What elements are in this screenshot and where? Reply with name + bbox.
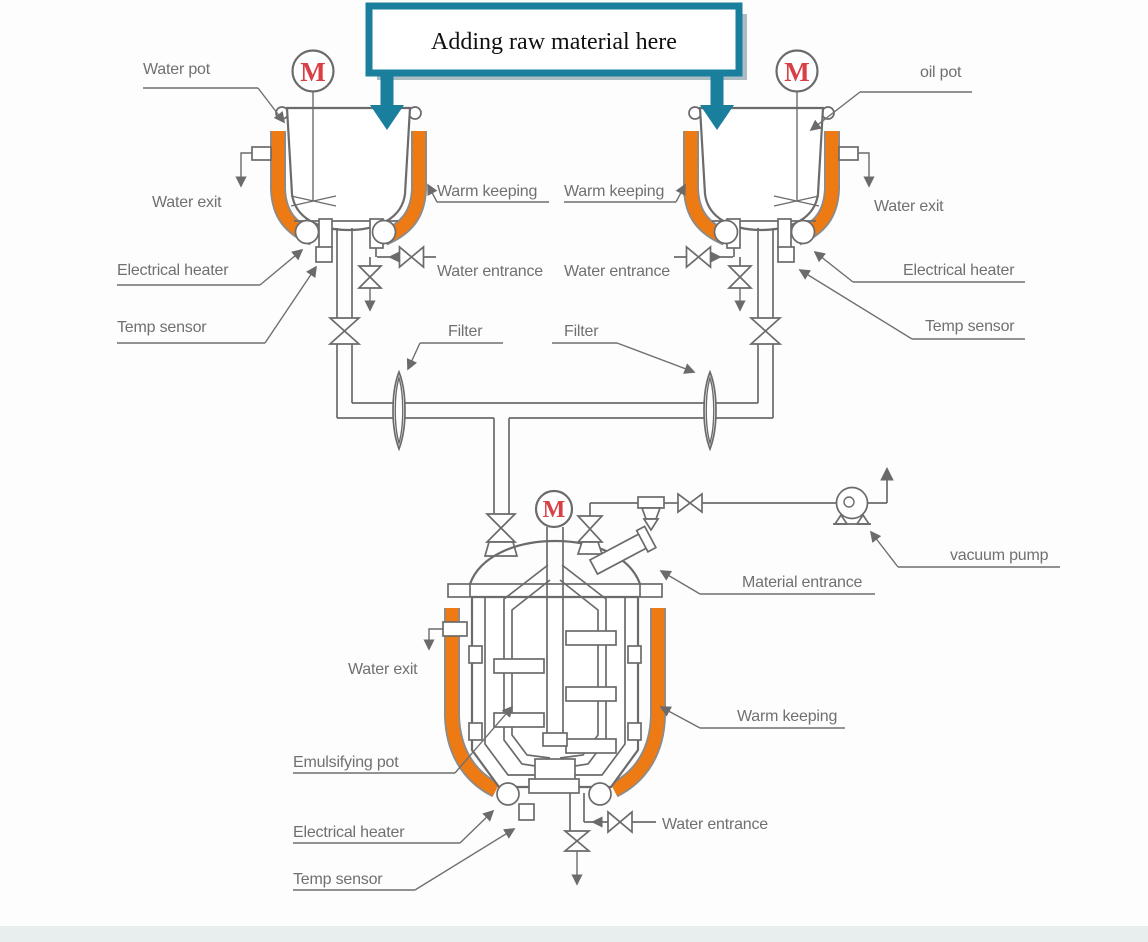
vacuum-pump-icon <box>833 486 871 525</box>
emulsifying-pot-label: Emulsifying pot <box>293 754 399 771</box>
emulsifying-pot-vessel <box>423 489 666 886</box>
motor-icon-oil-pot: M <box>784 57 809 87</box>
water-entrance-label-emulsifying: Water entrance <box>662 816 768 833</box>
page-bottom-strip <box>0 926 1148 942</box>
electrical-heater-label-right: Electrical heater <box>903 262 1015 279</box>
water-entrance-label-right: Water entrance <box>564 263 670 280</box>
electrical-heater-label-emulsifying: Electrical heater <box>293 824 405 841</box>
vacuum-pump-label: vacuum pump <box>950 547 1049 564</box>
water-pot-label: Water pot <box>143 61 211 78</box>
material-entrance-label: Material entrance <box>742 574 863 591</box>
banner-label: Adding raw material here <box>431 29 677 55</box>
oil-pot-label: oil pot <box>920 64 962 81</box>
feed-arrow-icon-left <box>370 73 404 130</box>
air-filter-icon <box>637 496 665 532</box>
warm-keeping-label-right: Warm keeping <box>564 183 664 200</box>
warm-keeping-label-emulsifying: Warm keeping <box>737 708 837 725</box>
temp-sensor-label-left: Temp sensor <box>117 319 207 336</box>
electrical-heater-label-left: Electrical heater <box>117 262 229 279</box>
water-exit-label-left: Water exit <box>152 194 222 211</box>
water-pot-vessel <box>241 51 436 419</box>
motor-icon-water-pot: M <box>300 57 325 87</box>
filter-icon-left <box>392 369 406 452</box>
temp-sensor-label-emulsifying: Temp sensor <box>293 871 383 888</box>
labels: Water pot Water exit Electrical heater T… <box>117 61 1060 891</box>
filter-label-left: Filter <box>448 323 483 340</box>
raw-material-banner: Adding raw material here <box>365 2 747 130</box>
banner-box <box>365 2 743 77</box>
water-exit-label-emulsifying: Water exit <box>348 661 418 678</box>
motor-icon-emulsifying-pot: M <box>543 497 566 523</box>
transfer-piping <box>337 402 773 514</box>
filter-label-right: Filter <box>564 323 599 340</box>
water-entrance-label-left: Water entrance <box>437 263 543 280</box>
feed-arrow-icon-right <box>700 73 734 130</box>
water-exit-label-right: Water exit <box>874 198 944 215</box>
vacuum-line <box>590 466 894 532</box>
temp-sensor-label-right: Temp sensor <box>925 318 1015 335</box>
warm-keeping-label-left: Warm keeping <box>437 183 537 200</box>
filter-icon-right <box>703 369 717 452</box>
material-entrance-nozzle <box>588 525 658 576</box>
